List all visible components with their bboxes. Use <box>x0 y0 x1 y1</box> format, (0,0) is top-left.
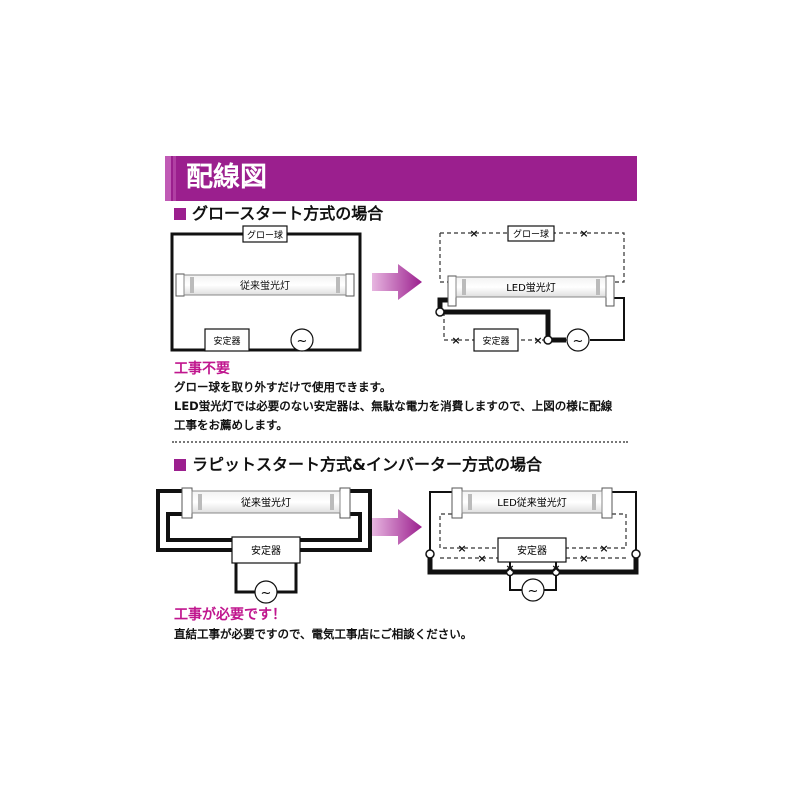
tube-end-cap-icon <box>198 494 202 510</box>
section1-note-line: 工事をお薦めします。 <box>174 418 288 432</box>
tube-socket-left <box>181 487 193 519</box>
ballast-label: 安定器 <box>517 544 547 557</box>
tube-socket-left <box>451 487 463 519</box>
section2-heading: ラピットスタート方式&インバーター方式の場合 <box>174 455 542 475</box>
ballast-box <box>231 536 301 564</box>
section1-before-diagram: 従来蛍光灯 グロー球 安定器 ~ <box>170 225 362 352</box>
section2-before-diagram: 従来蛍光灯 安定器 ~ <box>156 487 372 604</box>
tube-end-cap-icon <box>336 277 340 293</box>
square-bullet-icon <box>174 459 186 471</box>
section2-note-line: 直結工事が必要ですので、電気工事店にご相談ください。 <box>174 627 473 641</box>
section1-note-line: グロー球を取り外すだけで使用できます。 <box>174 380 392 394</box>
section1-after-diagram: LED蛍光灯 グロー球 安定器 ~ × × × × <box>435 225 625 352</box>
section1-note-heading: 工事不要 <box>174 361 230 377</box>
led-tube <box>455 276 607 298</box>
tube-end-cap-icon <box>330 494 334 510</box>
conversion-arrow-icon <box>372 509 422 545</box>
cut-mark-icon: × <box>457 542 466 555</box>
glow-starter-box <box>242 225 288 243</box>
ac-symbol: ~ <box>297 334 308 349</box>
section1-note-line: LED蛍光灯では必要のない安定器は、無駄な電力を消費しますので、上図の様に配線 <box>174 399 613 413</box>
section2-heading-text: ラピットスタート方式&インバーター方式の場合 <box>192 455 542 474</box>
ballast-box <box>473 328 519 352</box>
section-divider <box>172 441 628 443</box>
tube-socket-right <box>605 275 615 307</box>
ballast-box <box>497 537 567 563</box>
cut-mark-icon: × <box>469 227 478 240</box>
tube-label: 従来蛍光灯 <box>240 279 290 292</box>
glow-label: グロー球 <box>247 229 283 241</box>
title-stripe <box>165 156 171 201</box>
section1-heading-text: グロースタート方式の場合 <box>192 204 384 223</box>
tube-end-cap-icon <box>468 494 472 510</box>
cut-mark-icon: × <box>451 334 460 347</box>
junction-node <box>551 567 561 577</box>
direct-wire <box>427 554 639 575</box>
ballast-label: 安定器 <box>482 335 509 347</box>
ac-symbol: ~ <box>528 584 539 599</box>
tube-end-cap-icon <box>596 279 600 295</box>
junction-node <box>631 549 641 559</box>
cut-mark-icon: × <box>505 562 514 575</box>
ac-source-icon <box>290 328 314 352</box>
title-stripe-inner <box>173 156 176 201</box>
ac-source-icon <box>521 578 545 602</box>
tube-socket-right <box>339 487 351 519</box>
tube-label: 従来蛍光灯 <box>241 496 291 509</box>
section1-heading: グロースタート方式の場合 <box>174 204 383 224</box>
square-bullet-icon <box>174 208 186 220</box>
tube-end-cap-icon <box>592 494 596 510</box>
fluorescent-tube <box>191 490 341 514</box>
tube-end-cap-icon <box>462 279 466 295</box>
cut-mark-icon: × <box>477 552 486 565</box>
cut-mark-icon: × <box>579 227 588 240</box>
ac-symbol: ~ <box>573 334 584 349</box>
fluorescent-tube <box>183 274 347 296</box>
ballast-box <box>204 328 250 352</box>
tube-socket-left <box>175 273 185 297</box>
junction-node <box>543 335 553 345</box>
tube-label: LED従来蛍光灯 <box>497 496 567 509</box>
ac-symbol: ~ <box>261 586 272 601</box>
tube-socket-right <box>601 487 613 519</box>
conversion-arrow-icon <box>372 264 422 300</box>
page-title: 配線図 <box>186 162 267 193</box>
junction-node <box>505 567 515 577</box>
section2-note-heading: 工事が必要です！ <box>174 607 286 623</box>
tube-socket-right <box>345 273 355 297</box>
junction-node <box>425 549 435 559</box>
cut-mark-icon: × <box>599 542 608 555</box>
ballast-label: 安定器 <box>213 335 240 347</box>
section2-after-diagram: LED従来蛍光灯 安定器 ~ × × × × × × <box>425 487 641 602</box>
tube-label: LED蛍光灯 <box>506 281 556 294</box>
title-bar <box>165 156 637 201</box>
ballast-label: 安定器 <box>251 544 281 557</box>
led-tube <box>461 490 603 514</box>
ac-source-icon <box>254 580 278 604</box>
glow-label: グロー球 <box>513 228 549 240</box>
tube-socket-left <box>447 275 457 307</box>
junction-node <box>435 307 445 317</box>
cut-mark-icon: × <box>579 552 588 565</box>
tube-end-cap-icon <box>190 277 194 293</box>
ac-source-icon <box>566 328 590 352</box>
cut-mark-icon: × <box>551 562 560 575</box>
glow-starter-box <box>507 225 555 242</box>
cut-mark-icon: × <box>533 334 542 347</box>
